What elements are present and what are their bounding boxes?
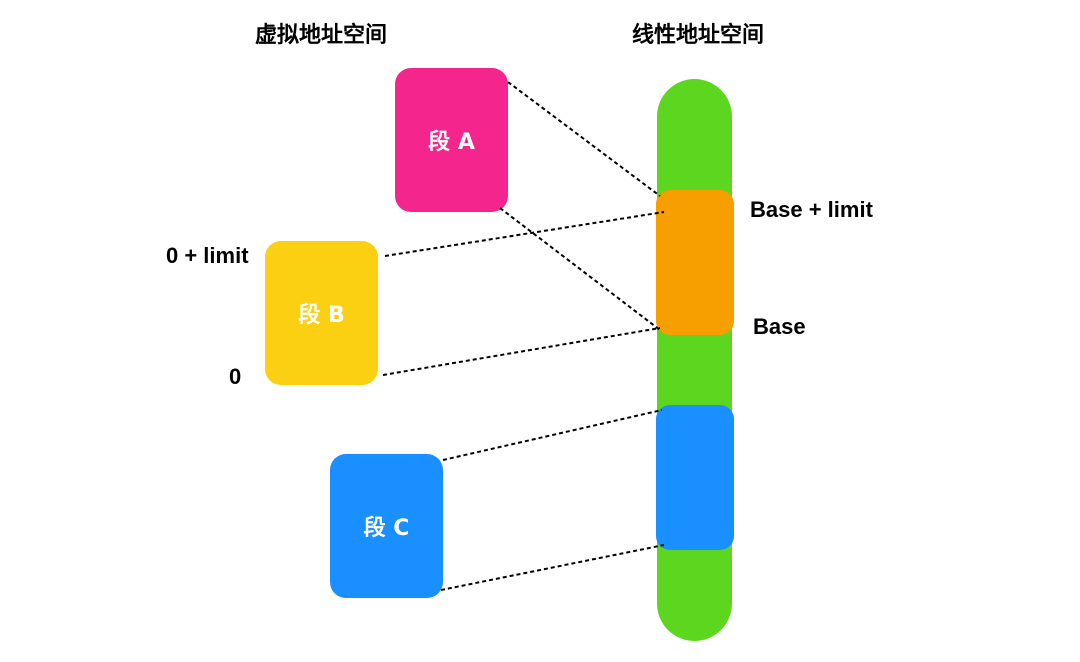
zero-plus-limit-label: 0 + limit bbox=[166, 243, 249, 268]
line-c-bottom bbox=[440, 544, 665, 591]
segment-b-label: 段 B bbox=[298, 303, 345, 328]
zero-label: 0 bbox=[229, 364, 242, 389]
line-b-top bbox=[384, 211, 665, 257]
segment-a: 段 A bbox=[395, 68, 508, 212]
segment-c-label: 段 C bbox=[363, 516, 410, 541]
base-label: Base bbox=[753, 314, 806, 339]
mapped-segment-c bbox=[656, 405, 734, 550]
segment-b: 段 B bbox=[265, 241, 378, 385]
base-plus-limit-label: Base + limit bbox=[750, 197, 873, 222]
segment-a-label: 段 A bbox=[428, 130, 475, 155]
line-a-top bbox=[507, 81, 661, 197]
mapped-segment-b bbox=[656, 190, 734, 335]
line-a-bottom bbox=[499, 207, 661, 331]
linear-address-space-title: 线性地址空间 bbox=[632, 23, 765, 48]
line-c-top bbox=[442, 409, 663, 461]
line-b-bottom bbox=[382, 327, 661, 376]
segment-c: 段 C bbox=[330, 454, 443, 598]
virtual-address-space-title: 虚拟地址空间 bbox=[255, 23, 388, 48]
